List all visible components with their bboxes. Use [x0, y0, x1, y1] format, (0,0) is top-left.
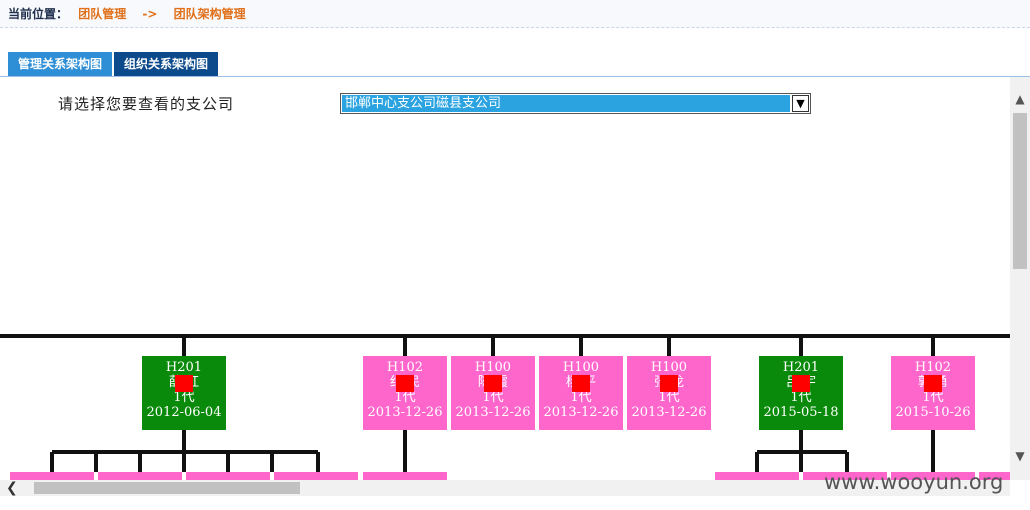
org-node-3[interactable]: H100 陈 霞 1代 2013-12-26	[451, 356, 535, 430]
breadcrumb-team-management[interactable]: 团队管理	[78, 7, 127, 21]
org-node-5[interactable]: H100 张 龙 1代 2013-12-26	[627, 356, 711, 430]
breadcrumb-prefix: 当前位置：	[8, 7, 69, 21]
node-generation: 1代	[482, 390, 504, 405]
breadcrumb: 当前位置： 团队管理 -> 团队架构管理	[0, 0, 1030, 28]
redaction-mask	[572, 375, 590, 392]
node-date: 2013-12-26	[367, 405, 443, 420]
redaction-mask	[660, 375, 678, 392]
tab-management-relation[interactable]: 管理关系架构图	[8, 52, 113, 76]
breadcrumb-arrow: ->	[142, 7, 158, 21]
horizontal-scroll-thumb[interactable]	[34, 482, 300, 494]
vertical-scrollbar[interactable]: ▲ ▼	[1010, 77, 1030, 480]
tree-connectors	[0, 334, 1010, 472]
node-generation: 1代	[173, 390, 195, 405]
node-code: H100	[562, 360, 600, 375]
redaction-mask	[792, 375, 810, 392]
org-node-7[interactable]: H102 郭 勇 1代 2015-10-26	[891, 356, 975, 430]
branch-select-value: 邯郸中心支公司磁县支公司	[342, 95, 790, 112]
org-node-2[interactable]: H102 纪 民 1代 2013-12-26	[363, 356, 447, 430]
tab-bar: 管理关系架构图 组织关系架构图	[8, 52, 219, 76]
node-code: H100	[650, 360, 688, 375]
tab-organization-relation[interactable]: 组织关系架构图	[114, 52, 219, 76]
scroll-left-icon[interactable]: ❮	[6, 480, 18, 496]
scroll-up-icon[interactable]: ▲	[1015, 92, 1025, 106]
horizontal-scrollbar[interactable]: ❮	[0, 480, 1010, 496]
org-node-1[interactable]: H201 薛 红 1代 2012-06-04	[142, 356, 226, 430]
redaction-mask	[924, 375, 942, 392]
redaction-mask	[484, 375, 502, 392]
org-node-4[interactable]: H100 杨 平 1代 2013-12-26	[539, 356, 623, 430]
org-subnode[interactable]	[803, 472, 887, 480]
org-subnode[interactable]	[274, 472, 358, 480]
node-date: 2013-12-26	[455, 405, 531, 420]
node-code: H100	[474, 360, 512, 375]
org-subnode[interactable]	[715, 472, 799, 480]
org-subnode[interactable]	[891, 472, 975, 480]
node-generation: 1代	[394, 390, 416, 405]
chevron-down-icon[interactable]: ▼	[792, 95, 809, 112]
node-date: 2015-05-18	[763, 405, 839, 420]
org-subnode[interactable]	[10, 472, 94, 480]
node-generation: 1代	[570, 390, 592, 405]
org-subnode[interactable]	[98, 472, 182, 480]
org-subnode[interactable]	[979, 472, 1010, 480]
node-date: 2012-06-04	[146, 405, 222, 420]
node-code: H201	[165, 360, 203, 375]
org-subnode[interactable]	[186, 472, 270, 480]
node-generation: 1代	[790, 390, 812, 405]
node-date: 2015-10-26	[895, 405, 971, 420]
scroll-down-icon[interactable]: ▼	[1015, 449, 1025, 463]
org-subnode[interactable]	[363, 472, 447, 480]
node-generation: 1代	[658, 390, 680, 405]
redaction-mask	[396, 375, 414, 392]
tab-divider	[0, 76, 1030, 77]
node-code: H102	[914, 360, 952, 375]
redaction-mask	[175, 375, 193, 392]
node-code: H201	[782, 360, 820, 375]
node-code: H102	[386, 360, 424, 375]
node-date: 2013-12-26	[631, 405, 707, 420]
branch-select[interactable]: 邯郸中心支公司磁县支公司 ▼	[340, 93, 811, 114]
breadcrumb-team-structure[interactable]: 团队架构管理	[173, 7, 246, 21]
org-node-6[interactable]: H201 吕 宇 1代 2015-05-18	[759, 356, 843, 430]
watermark: www.wooyun.org	[824, 470, 1004, 494]
node-generation: 1代	[922, 390, 944, 405]
vertical-scroll-thumb[interactable]	[1013, 113, 1027, 269]
node-date: 2013-12-26	[543, 405, 619, 420]
org-chart-viewport: 请选择您要查看的支公司 邯郸中心支公司磁县支公司 ▼	[0, 77, 1010, 480]
branch-select-label: 请选择您要查看的支公司	[58, 95, 235, 113]
